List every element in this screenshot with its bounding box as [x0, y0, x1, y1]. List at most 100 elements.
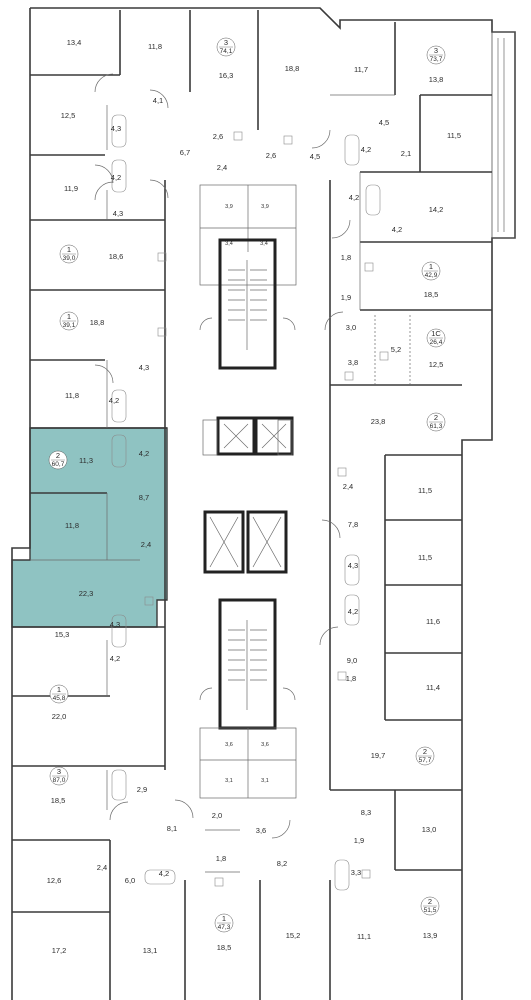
apt-1c-26-4[interactable]: 1С 26,4: [426, 328, 446, 348]
room-12-6: 12,6: [47, 876, 62, 885]
room-2-4-a: 2,4: [217, 163, 227, 172]
apartment-marker-text: 57,7: [419, 757, 432, 764]
room-3-6-a: 3,6: [225, 742, 233, 748]
apartment-marker-text: 1: [57, 685, 61, 694]
room-9-0: 9,0: [347, 656, 357, 665]
room-11-8-c: 11,8: [65, 521, 79, 530]
room-15-2: 15,2: [286, 931, 301, 940]
room-1-9-b: 1,9: [354, 836, 364, 845]
room-3-1-a: 3,1: [225, 778, 233, 784]
room-18-5-a: 18,5: [424, 290, 439, 299]
room-11-3: 11,3: [79, 456, 93, 465]
room-8-7: 8,7: [139, 493, 149, 502]
room-3-9-a: 3,9: [225, 204, 233, 210]
room-18-5-c: 18,5: [217, 943, 232, 952]
apt-1-42-9[interactable]: 1 42,9: [421, 261, 441, 281]
apt-1-39-0[interactable]: 1 39,0: [59, 244, 79, 264]
room-14-2: 14,2: [429, 205, 444, 214]
room-11-6: 11,6: [426, 617, 440, 626]
bottom-partitions: [184, 829, 331, 1000]
room-1-8-c: 1,8: [216, 854, 226, 863]
room-13-8: 13,8: [429, 75, 444, 84]
room-1-8-a: 1,8: [341, 253, 351, 262]
room-12-5-b: 12,5: [429, 360, 444, 369]
room-3-4-b: 3,4: [260, 241, 268, 247]
apt-1-45-8[interactable]: 1 45,8: [49, 684, 69, 704]
apartment-marker-text: 2: [428, 897, 432, 906]
room-11-7: 11,7: [354, 65, 368, 74]
room-3-0: 3,0: [346, 323, 356, 332]
room-18-8-b: 18,8: [90, 318, 105, 327]
room-8-1: 8,1: [167, 824, 177, 833]
room-3-6-c: 3,6: [256, 826, 266, 835]
apt-3-73-7[interactable]: 3 73,7: [426, 45, 446, 65]
room-18-6: 18,6: [109, 252, 124, 261]
room-15-3: 15,3: [55, 630, 70, 639]
room-23-8: 23,8: [371, 417, 386, 426]
apartment-marker-text: 1С: [431, 329, 441, 338]
apt-3-74-1[interactable]: 3 74,1: [216, 37, 236, 57]
central-core: [199, 184, 297, 799]
room-4-2-i: 4,2: [159, 869, 169, 878]
apartment-marker-text: 61,3: [430, 423, 443, 430]
apartment-marker-text: 42,9: [425, 272, 438, 279]
room-11-5-a: 11,5: [447, 131, 461, 140]
outer-walls: [11, 7, 516, 1000]
apartment-markers: 3 74,1 3 73,7 1 39,0 1 42,9 1 39,1: [48, 37, 446, 933]
room-4-2-a: 4,2: [361, 145, 371, 154]
apartment-marker-text: 73,7: [430, 56, 443, 63]
room-8-2: 8,2: [277, 859, 287, 868]
apartment-marker-text: 2: [56, 451, 60, 460]
room-6-7: 6,7: [180, 148, 190, 157]
room-4-2-f: 4,2: [139, 449, 149, 458]
apt-2-60-7[interactable]: 2 60,7: [48, 450, 68, 470]
room-11-8-top: 11,8: [148, 42, 162, 51]
room-13-9: 13,9: [423, 931, 438, 940]
room-2-4-b: 2,4: [343, 482, 353, 491]
room-11-4: 11,4: [426, 683, 440, 692]
room-5-2: 5,2: [391, 345, 401, 354]
room-18-8-top: 18,8: [285, 64, 300, 73]
room-1-9-a: 1,9: [341, 293, 351, 302]
apartment-marker-text: 1: [67, 245, 71, 254]
room-2-4-d: 2,4: [97, 863, 107, 872]
room-4-3-d: 4,3: [348, 561, 358, 570]
room-4-3-c: 4,3: [139, 363, 149, 372]
room-4-1: 4,1: [153, 96, 163, 105]
room-2-6-a: 2,6: [213, 132, 223, 141]
apartment-marker-text: 51,5: [424, 907, 437, 914]
apt-1-47-3[interactable]: 1 47,3: [214, 913, 234, 933]
room-4-3-a: 4,3: [111, 124, 121, 133]
room-22-0: 22,0: [52, 712, 67, 721]
room-13-0: 13,0: [422, 825, 437, 834]
room-3-4-a: 3,4: [225, 241, 233, 247]
room-17-2: 17,2: [52, 946, 67, 955]
apt-2-57-7[interactable]: 2 57,7: [415, 746, 435, 766]
room-11-5-b: 11,5: [418, 486, 432, 495]
room-2-4-c: 2,4: [141, 540, 151, 549]
room-4-2-b: 4,2: [111, 173, 121, 182]
room-2-0: 2,0: [212, 811, 222, 820]
room-22-3: 22,3: [79, 589, 94, 598]
room-13-1: 13,1: [143, 946, 158, 955]
right-partitions: [329, 22, 492, 871]
room-4-2-d: 4,2: [392, 225, 402, 234]
room-labels: 13,4 11,8 16,3 18,8 11,7 13,8 12,5 4,1 4…: [47, 38, 461, 955]
apartment-marker-text: 2: [434, 413, 438, 422]
room-3-3: 3,3: [351, 868, 361, 877]
room-11-5-c: 11,5: [418, 553, 432, 562]
room-4-2-c: 4,2: [349, 193, 359, 202]
room-3-6-b: 3,6: [261, 742, 269, 748]
room-4-5-b: 4,5: [310, 152, 320, 161]
room-4-3-b: 4,3: [113, 209, 123, 218]
apartment-marker-text: 26,4: [430, 339, 443, 346]
apt-2-51-5[interactable]: 2 51,5: [420, 896, 440, 916]
apt-2-61-3[interactable]: 2 61,3: [426, 412, 446, 432]
apt-3-87-0[interactable]: 3 87,0: [49, 766, 69, 786]
fixtures: [111, 114, 389, 891]
room-4-2-h: 4,2: [110, 654, 120, 663]
room-3-1-b: 3,1: [261, 778, 269, 784]
apt-1-39-1[interactable]: 1 39,1: [59, 311, 79, 331]
room-7-8: 7,8: [348, 520, 358, 529]
